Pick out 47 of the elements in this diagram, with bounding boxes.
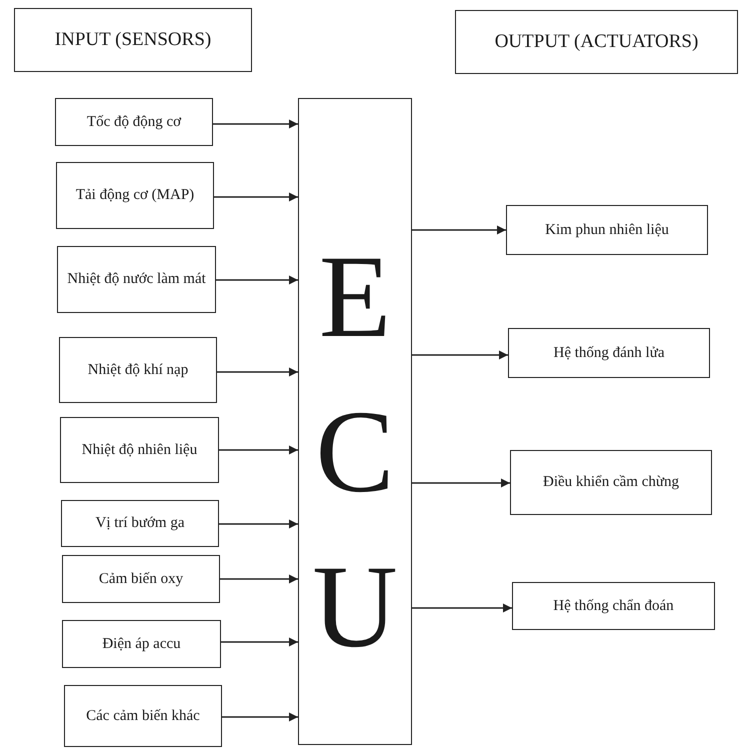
process-box <box>62 555 220 603</box>
arrow <box>412 478 510 488</box>
process-box <box>57 246 216 313</box>
box-label: Nhiệt độ khí nạp <box>86 360 190 380</box>
process-box <box>59 337 217 403</box>
header-box <box>455 10 738 74</box>
process-box <box>62 620 221 668</box>
header-box <box>14 8 252 72</box>
arrow <box>217 368 298 376</box>
box-label: Kim phun nhiên liệu <box>544 220 670 240</box>
arrow <box>220 574 298 584</box>
arrow <box>221 638 298 646</box>
arrow <box>412 226 506 234</box>
box-label: Hệ thống chẩn đoán <box>552 596 675 616</box>
box-label: Điều khiển cầm chừng <box>542 473 680 492</box>
box-label: Nhiệt độ nhiên liệu <box>80 440 198 460</box>
ecu-box <box>298 98 412 745</box>
arrow <box>219 520 298 528</box>
box-label: Tải động cơ (MAP) <box>74 186 196 206</box>
process-box <box>510 450 712 515</box>
arrow <box>216 276 298 284</box>
box-label: Các cảm biến khác <box>85 706 201 726</box>
process-box <box>61 500 219 547</box>
process-box <box>506 205 708 255</box>
box-label: Điện áp accu <box>101 634 182 654</box>
arrow <box>222 712 298 722</box>
ecu-letter: U <box>311 548 399 666</box>
process-box <box>64 685 222 747</box>
box-label: Tốc độ động cơ <box>86 112 182 132</box>
box-label: Nhiệt độ nước làm mát <box>66 270 207 290</box>
box-label: OUTPUT (ACTUATORS) <box>494 30 700 54</box>
process-box <box>60 417 219 483</box>
process-box <box>512 582 715 630</box>
process-box <box>508 328 710 378</box>
process-box <box>56 162 214 229</box>
arrow <box>214 192 298 202</box>
arrow <box>412 604 512 612</box>
box-label: Cảm biến oxy <box>98 570 184 589</box>
arrow <box>219 446 298 454</box>
box-label: Vị trí bướm ga <box>94 514 186 534</box>
box-label: INPUT (SENSORS) <box>54 28 212 52</box>
process-box <box>55 98 213 146</box>
arrow <box>213 120 298 128</box>
arrow <box>412 350 508 360</box>
ecu-letter: E <box>318 238 392 356</box>
box-label: Hệ thống đánh lửa <box>552 344 666 363</box>
ecu-letter: C <box>314 392 396 510</box>
